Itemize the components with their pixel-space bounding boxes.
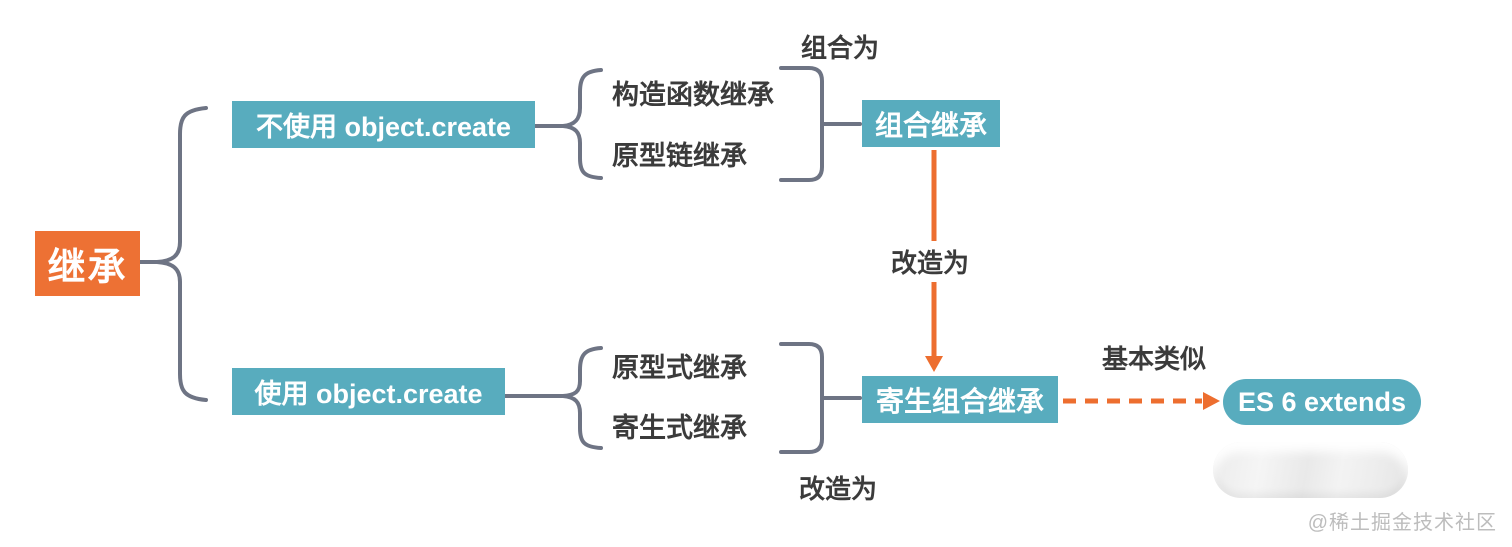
label-transform-to: 改造为 <box>870 241 990 282</box>
node-es6-extends: ES 6 extends <box>1223 379 1421 425</box>
label-basically-similar: 基本类似 <box>1101 344 1206 374</box>
node-use-object-create: 使用 object.create <box>232 368 505 415</box>
leaf-prototypal-inheritance: 原型式继承 <box>612 353 747 383</box>
bottom-group-bracket <box>779 342 824 454</box>
label-transform-to-bottom: 改造为 <box>798 474 877 504</box>
top-curly-brace <box>561 68 603 180</box>
similar-arrowhead-icon <box>1203 392 1220 410</box>
bottom-curly-brace <box>561 346 603 450</box>
node-combination-inheritance: 组合继承 <box>862 100 1000 147</box>
top-group-bracket <box>779 66 824 182</box>
leaf-prototype-chain-inheritance: 原型链继承 <box>612 141 747 171</box>
glossy-pill-shape <box>1213 442 1408 498</box>
big-curly-brace <box>155 106 208 402</box>
node-no-object-create: 不使用 object.create <box>232 101 535 148</box>
leaf-constructor-inheritance: 构造函数继承 <box>612 80 774 110</box>
transform-arrowhead-icon <box>925 356 943 372</box>
leaf-parasitic-inheritance: 寄生式继承 <box>612 413 747 443</box>
node-root-inheritance: 继承 <box>35 231 140 296</box>
label-combine-as: 组合为 <box>800 33 879 63</box>
node-parasitic-combination-inheritance: 寄生组合继承 <box>862 376 1058 423</box>
watermark-text: @稀土掘金技术社区 <box>1307 512 1497 534</box>
